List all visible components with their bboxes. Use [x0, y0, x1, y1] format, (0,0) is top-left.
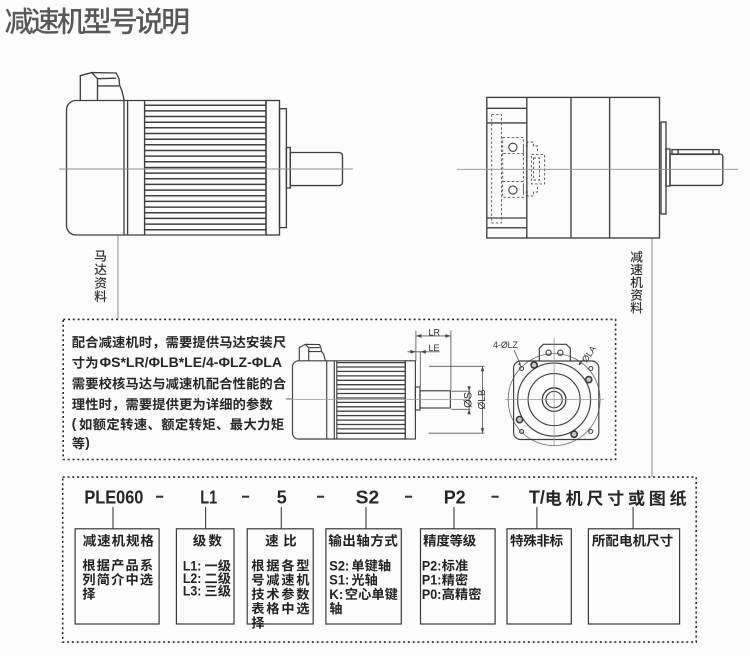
svg-text:ØLB: ØLB: [477, 389, 488, 409]
svg-text:ØS: ØS: [462, 392, 474, 408]
svg-text:P1:: P1:: [422, 572, 442, 588]
svg-text:PLE060: PLE060: [84, 488, 143, 508]
svg-text:LR: LR: [429, 327, 441, 337]
svg-text:K:: K:: [329, 586, 343, 602]
svg-text:LE: LE: [428, 343, 439, 353]
svg-text:ΦS*LR/ΦLB*LE/4-ΦLZ-ΦLA: ΦS*LR/ΦLB*LE/4-ΦLZ-ΦLA: [100, 354, 282, 370]
svg-text:S2: S2: [356, 488, 380, 508]
svg-text:): ): [85, 435, 90, 450]
svg-text:P0:: P0:: [422, 586, 442, 602]
svg-text:T/: T/: [529, 488, 545, 508]
svg-text:L1:: L1:: [183, 558, 202, 574]
svg-text:(: (: [72, 416, 77, 431]
svg-text:L2:: L2:: [183, 570, 202, 586]
svg-text:L3:: L3:: [183, 583, 202, 599]
svg-text:P2: P2: [444, 488, 466, 508]
svg-text:S1:: S1:: [329, 572, 349, 588]
svg-text:4-ØLZ: 4-ØLZ: [493, 340, 519, 350]
svg-text:S2:: S2:: [329, 557, 349, 573]
svg-text:5: 5: [277, 488, 287, 508]
svg-text:L1: L1: [200, 488, 217, 508]
svg-text:P2:: P2:: [422, 557, 442, 573]
